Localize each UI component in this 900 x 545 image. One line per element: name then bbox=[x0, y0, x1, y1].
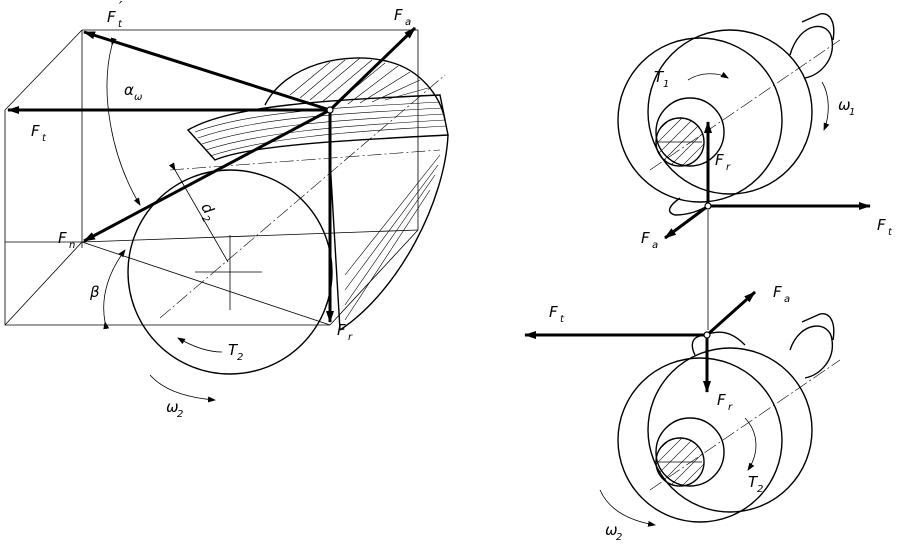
label-Fa-top: F bbox=[641, 229, 650, 247]
label-Ft: F bbox=[31, 122, 40, 140]
label-Ft-prime: F bbox=[107, 8, 116, 26]
forces-left bbox=[7, 26, 417, 403]
label-beta: β bbox=[89, 283, 100, 301]
label-Fr-bottom: F bbox=[717, 391, 726, 409]
svg-text:1: 1 bbox=[849, 107, 855, 118]
svg-text:t: t bbox=[560, 314, 565, 325]
svg-text:r: r bbox=[728, 402, 733, 413]
gear-body-left bbox=[127, 57, 449, 375]
label-omega1: ω bbox=[838, 96, 851, 114]
labels-top-right: T 1 ω 1 F r F t F a bbox=[641, 68, 893, 251]
label-Fr: F bbox=[337, 321, 346, 339]
force-Ft-prime-arrow bbox=[83, 30, 331, 112]
force-Fa-bottom-arrow bbox=[705, 290, 757, 337]
svg-text:t: t bbox=[42, 133, 47, 144]
labels-bottom-right: F t F a F r T 2 ω 2 bbox=[549, 283, 790, 543]
svg-text:2: 2 bbox=[177, 409, 183, 420]
svg-text:2: 2 bbox=[757, 484, 763, 495]
force-Fa-top-arrow bbox=[664, 204, 709, 240]
label-Ft-top: F bbox=[877, 216, 886, 234]
svg-text:r: r bbox=[348, 332, 353, 343]
svg-text:′: ′ bbox=[119, 0, 123, 16]
svg-text:t: t bbox=[118, 19, 123, 30]
svg-text:n: n bbox=[69, 240, 75, 251]
label-Fr-top: F bbox=[715, 151, 724, 169]
label-Fn: F bbox=[58, 229, 67, 247]
force-Fn-arrow bbox=[83, 108, 331, 243]
label-alpha: α bbox=[124, 81, 134, 99]
wheel-bottom-view bbox=[524, 290, 841, 527]
hatch-right bbox=[344, 154, 441, 321]
label-T2: T bbox=[228, 341, 239, 359]
label-T1: T bbox=[654, 68, 665, 86]
svg-text:2: 2 bbox=[237, 352, 243, 363]
svg-text:a: a bbox=[405, 17, 411, 28]
force-Fa-arrow bbox=[328, 26, 417, 112]
label-Fa: F bbox=[394, 6, 403, 24]
label-Fa-bottom: F bbox=[773, 283, 782, 301]
svg-text:1: 1 bbox=[663, 79, 669, 90]
svg-text:t: t bbox=[888, 227, 893, 238]
svg-text:2: 2 bbox=[199, 214, 212, 225]
label-omega2-bottom: ω bbox=[605, 521, 618, 539]
svg-text:a: a bbox=[784, 294, 790, 305]
svg-text:a: a bbox=[652, 240, 658, 251]
svg-text:ω: ω bbox=[134, 92, 142, 103]
svg-text:2: 2 bbox=[616, 532, 622, 543]
force-box bbox=[4, 29, 419, 326]
tooth-lines bbox=[194, 101, 447, 157]
pinion-top-view bbox=[617, 13, 871, 240]
label-omega2: ω bbox=[166, 398, 179, 416]
label-Ft-bottom: F bbox=[549, 303, 558, 321]
svg-text:r: r bbox=[726, 162, 731, 173]
label-T2-bottom: T bbox=[748, 473, 759, 491]
